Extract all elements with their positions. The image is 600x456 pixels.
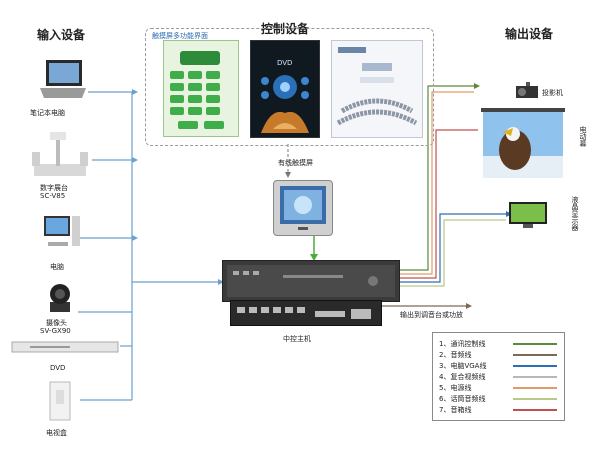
- central-host-label: 中控主机: [283, 335, 311, 343]
- pc-label: 电脑: [50, 263, 64, 271]
- laptop-icon: [38, 58, 88, 104]
- touch-screen-ui-3: [331, 40, 423, 138]
- legend-label: 4、复合视频线: [439, 373, 486, 381]
- legend-label: 3、电脑VGA线: [439, 362, 487, 370]
- legend-label: 1、通讯控制线: [439, 340, 486, 348]
- projection-screen-icon: [481, 108, 565, 180]
- panel-label: 触摸屏多功能界面: [152, 32, 208, 40]
- touch-screen-ui-2: DVD: [250, 40, 320, 138]
- ptz-camera-model: SV-GX90: [40, 327, 71, 335]
- dvd-control-icon: DVD: [261, 59, 309, 133]
- legend-label: 2、音频线: [439, 351, 472, 359]
- projector-icon: [514, 82, 542, 100]
- dvd-player-icon: [10, 340, 120, 354]
- legend-label: 5、电源线: [439, 384, 472, 392]
- button-grid-icon: [170, 51, 224, 129]
- central-control-host: [222, 260, 400, 302]
- screen-label: 电动幕: [579, 126, 587, 147]
- legend-swatch: [513, 343, 557, 345]
- dvd-label: DVD: [50, 364, 66, 372]
- wired-touch-screen: [273, 180, 333, 236]
- svg-text:DVD: DVD: [277, 59, 292, 67]
- laptop-label: 笔记本电脑: [30, 109, 65, 117]
- legend-swatch: [513, 409, 557, 411]
- wired-touch-screen-label: 有线触摸屏: [278, 159, 313, 167]
- document-camera-icon: [28, 130, 92, 180]
- input-devices-heading: 输入设备: [37, 28, 86, 42]
- legend-swatch: [513, 354, 557, 356]
- projector-label: 投影机: [542, 89, 563, 97]
- touch-screen-device-icon: [280, 186, 326, 230]
- doc-camera-label: 数字展台: [40, 184, 68, 192]
- control-devices-heading: 控制设备: [261, 22, 310, 36]
- legend-swatch: [513, 376, 557, 378]
- doc-camera-model: SC-V85: [40, 192, 66, 200]
- legend-label: 6、话筒音频线: [439, 395, 486, 403]
- ptz-camera-icon: [44, 282, 76, 314]
- touch-panel-group: [145, 28, 434, 146]
- pc-icon: [42, 212, 82, 252]
- touch-screen-ui-1: [163, 40, 239, 137]
- host-ports-icon: [237, 307, 371, 319]
- lcd-label: 液晶显示器: [571, 196, 579, 231]
- output-devices-heading: 输出设备: [505, 27, 554, 41]
- legend-swatch: [513, 398, 557, 400]
- lcd-monitor-icon: [507, 200, 549, 230]
- tv-box-icon: [46, 380, 74, 422]
- ptz-camera-label: 摄像头: [46, 319, 67, 327]
- tv-box-label: 电视盒: [46, 429, 67, 437]
- host-front-panel-icon: [227, 265, 395, 297]
- legend-swatch: [513, 387, 557, 389]
- legend-swatch: [513, 365, 557, 367]
- legend-label: 7、音箱线: [439, 406, 472, 414]
- host-rear-panel: [230, 300, 382, 326]
- legend: 1、通讯控制线 2、音频线 3、电脑VGA线 4、复合视频线 5、电源线 6、话…: [432, 332, 565, 421]
- audio-output-label: 输出到调音台或功放: [400, 311, 463, 319]
- seating-layout-icon: [336, 47, 418, 126]
